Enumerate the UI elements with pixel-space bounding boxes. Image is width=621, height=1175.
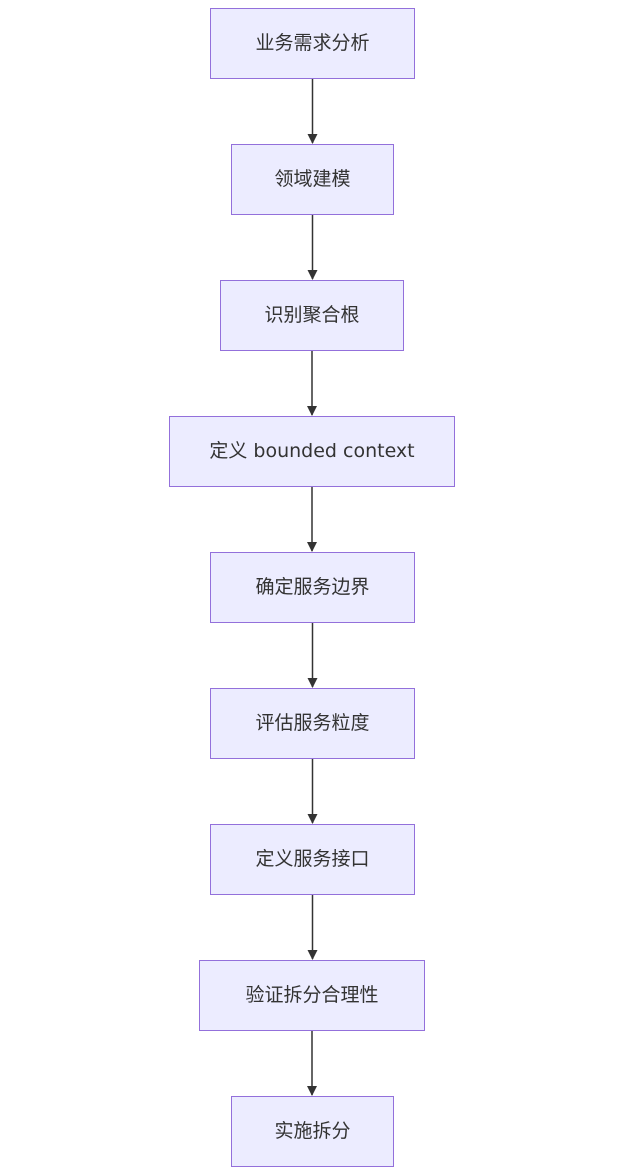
flow-node-service-boundary: 确定服务边界 bbox=[210, 552, 415, 623]
flow-node-label: 定义 bounded context bbox=[209, 440, 415, 462]
flow-node-label: 定义服务接口 bbox=[255, 848, 370, 870]
flow-node-label: 评估服务粒度 bbox=[255, 712, 370, 734]
flow-node-label: 领域建模 bbox=[274, 168, 351, 190]
flow-node-service-interface: 定义服务接口 bbox=[210, 824, 415, 895]
flow-node-domain-modeling: 领域建模 bbox=[231, 144, 394, 215]
flow-node-label: 业务需求分析 bbox=[255, 32, 370, 54]
flow-node-label: 确定服务边界 bbox=[255, 576, 370, 598]
flow-node-label: 实施拆分 bbox=[274, 1120, 351, 1142]
flow-node-implement-split: 实施拆分 bbox=[231, 1096, 394, 1167]
flow-node-label: 验证拆分合理性 bbox=[245, 984, 379, 1006]
flow-node-bounded-context: 定义 bounded context bbox=[169, 416, 455, 487]
flow-node-service-granularity: 评估服务粒度 bbox=[210, 688, 415, 759]
flow-node-validate-split: 验证拆分合理性 bbox=[199, 960, 425, 1031]
flow-node-label: 识别聚合根 bbox=[264, 304, 360, 326]
flow-node-business-analysis: 业务需求分析 bbox=[210, 8, 415, 79]
flow-node-aggregate-root: 识别聚合根 bbox=[220, 280, 404, 351]
